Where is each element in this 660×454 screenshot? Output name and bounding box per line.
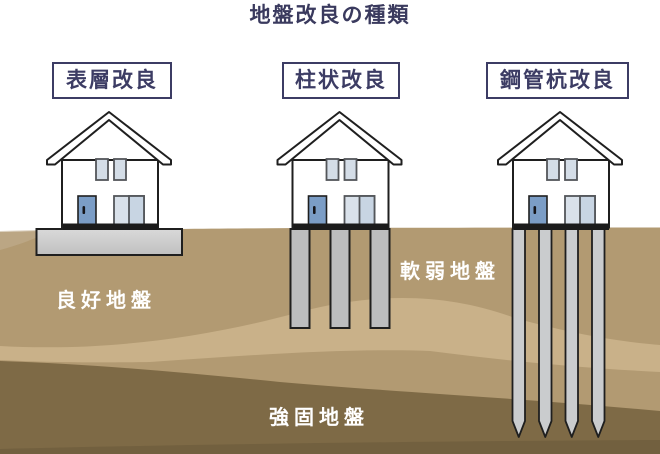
columnar-improvement-columns: [289, 228, 391, 329]
soil-light-band: [0, 297, 660, 372]
steel-pile: [511, 228, 526, 438]
house-surface-improvement: [46, 111, 172, 231]
steel-pipe-piles: [511, 228, 606, 438]
page-title: 地盤改良の種類: [249, 3, 411, 27]
column: [369, 228, 391, 329]
soil-deep-layer: [0, 440, 660, 454]
surface-improvement-slab: [35, 228, 183, 256]
steel-pile: [538, 228, 553, 438]
ground-label-good-ground: 良好地盤: [56, 288, 156, 312]
house-columnar-improvement: [276, 111, 403, 231]
ground-label-soft-ground: 軟弱地盤: [400, 259, 500, 283]
house-steel-pipe-pile: [497, 111, 623, 231]
ground-label-firm-ground: 強固地盤: [269, 405, 369, 429]
column: [289, 228, 311, 329]
column: [329, 228, 351, 329]
steel-pile: [591, 228, 606, 438]
soil-firm-layer: [0, 361, 660, 454]
method-label-surface-improvement: 表層改良: [52, 62, 172, 99]
method-label-columnar-improvement: 柱状改良: [282, 62, 400, 99]
method-label-steel-pipe-pile: 鋼管杭改良: [486, 62, 629, 99]
soil-layers: [0, 227, 660, 454]
steel-pile: [564, 228, 579, 438]
